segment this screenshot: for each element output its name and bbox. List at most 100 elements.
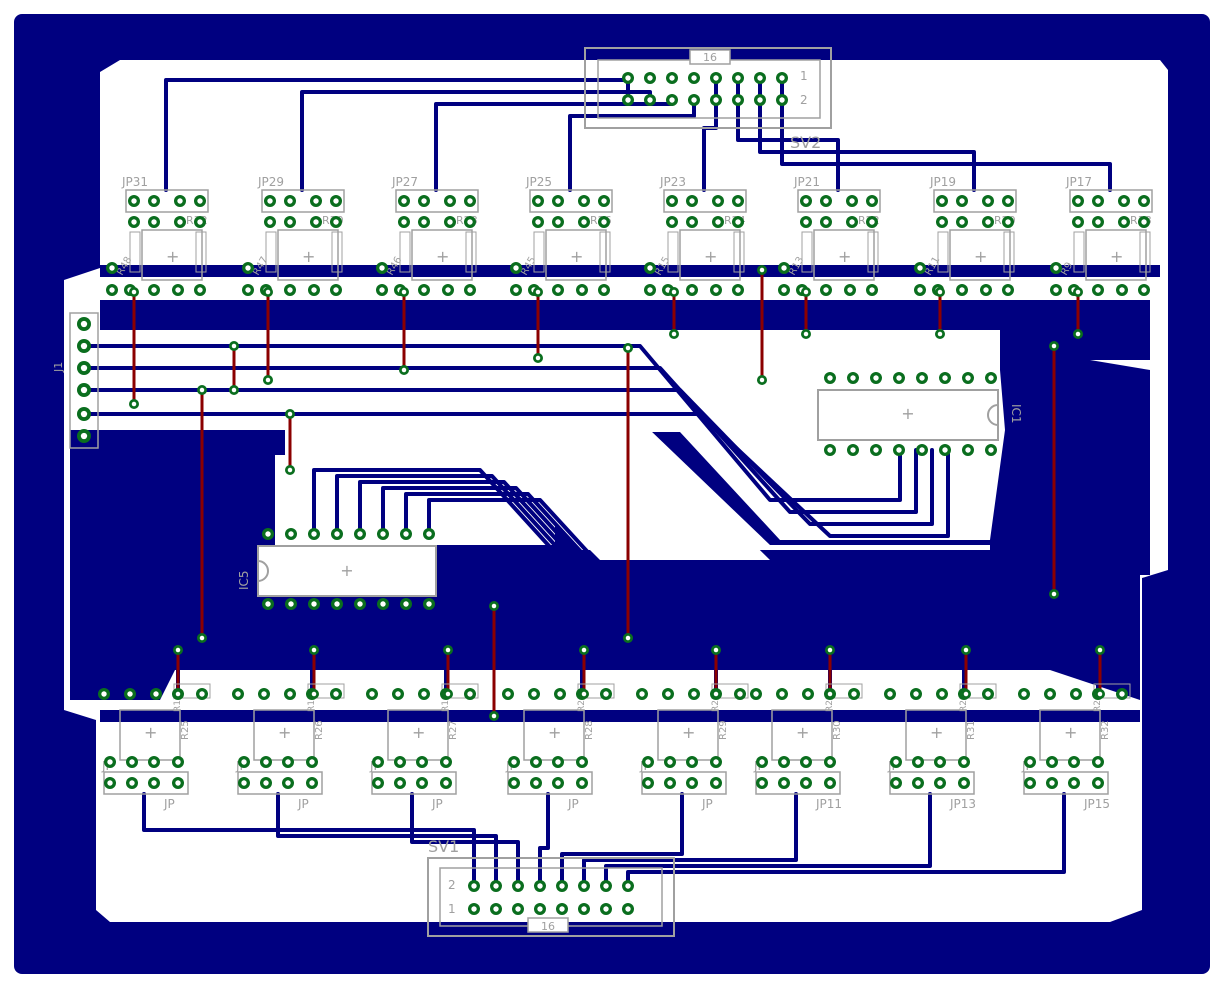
pad-hole [445,691,451,697]
jumper-label: JP17 [1065,175,1092,189]
pad-hole [713,97,719,103]
pad-hole [873,375,879,381]
pad-hole [491,603,497,609]
resistor-label: R18 [307,694,317,712]
pad-hole [311,531,317,537]
pad-hole [601,219,607,225]
pad-hole [759,759,765,765]
pad-hole [579,780,585,786]
pad-hole [1075,289,1081,295]
pad-hole [915,780,921,786]
pad-hole [235,691,241,697]
sv2-pin-count: 16 [703,51,717,64]
pad-hole [288,601,294,607]
pad-hole [869,198,875,204]
resistor-body [801,231,813,273]
polarity-mark: + [278,723,291,742]
pad-hole [779,97,785,103]
pad-hole [757,75,763,81]
resistor-label: R27 [448,720,459,740]
trace [82,366,918,514]
pad-hole [397,759,403,765]
pad-hole [493,883,499,889]
polarity-mark: + [302,247,315,266]
resistor-outline [545,229,607,281]
pad-hole [691,691,697,697]
pad-hole [287,411,293,417]
pad-hole [939,691,945,697]
pad-hole [689,219,695,225]
pad-hole [913,691,919,697]
trace [82,344,902,502]
resistor-outline [949,229,1011,281]
pad-hole [603,883,609,889]
pad-hole [129,759,135,765]
pad-hole [241,759,247,765]
pad-hole [757,97,763,103]
pad-hole [1097,691,1103,697]
pad-hole [151,219,157,225]
pad-hole [1051,591,1057,597]
pad-hole [647,265,653,271]
pad-hole [421,198,427,204]
resistor-body [1003,231,1015,273]
polarity-mark: + [974,247,987,266]
pad-hole [513,265,519,271]
pad-hole [803,780,809,786]
pad-hole [333,198,339,204]
sv1-pin-1-label: 1 [448,902,456,916]
trace [582,792,798,888]
pad-hole [535,355,541,361]
pad-hole [1021,691,1027,697]
pad-hole [625,906,631,912]
pad-hole [1095,759,1101,765]
jumper-outline [1069,189,1153,213]
jumper-label: JP11 [815,797,842,811]
pad-hole [1053,287,1059,293]
pad-hole [581,906,587,912]
trace [538,792,550,888]
resistor-outline [679,229,741,281]
jumper-label: JP19 [929,175,956,189]
pad-hole [267,198,273,204]
polarity-mark: + [412,723,425,742]
pad-hole [689,759,695,765]
pad-hole [937,780,943,786]
resistor-body [129,231,141,273]
pad-hole [647,287,653,293]
pad-hole [1141,198,1147,204]
pad-hole [827,691,833,697]
pad-hole [379,287,385,293]
pad-hole [1119,691,1125,697]
pad-hole [153,691,159,697]
pad-hole [197,287,203,293]
svg-text:+: + [901,404,914,423]
pad-hole [735,287,741,293]
pad-hole [421,287,427,293]
sv1-pin-2-label: 2 [448,878,456,892]
pad-hole [1121,219,1127,225]
resistor-body [195,231,207,273]
sv1-pin-count: 16 [541,920,555,933]
pad-hole [601,198,607,204]
pad-hole [309,780,315,786]
pad-hole [937,759,943,765]
pad-hole [241,780,247,786]
pad-hole [647,97,653,103]
pad-hole [963,691,969,697]
pad-hole [827,647,833,653]
pad-hole [988,375,994,381]
trace [626,792,1066,888]
resistor-outline [411,229,473,281]
resistor-outline [141,229,203,281]
pad-hole [493,906,499,912]
pad-hole [1005,198,1011,204]
pad-hole [735,97,741,103]
j1-label: J1 [52,362,65,373]
trace [758,76,976,192]
pad-hole [850,375,856,381]
pad-hole [965,447,971,453]
pad-hole [333,691,339,697]
pad-hole [131,198,137,204]
pad-hole [939,219,945,225]
